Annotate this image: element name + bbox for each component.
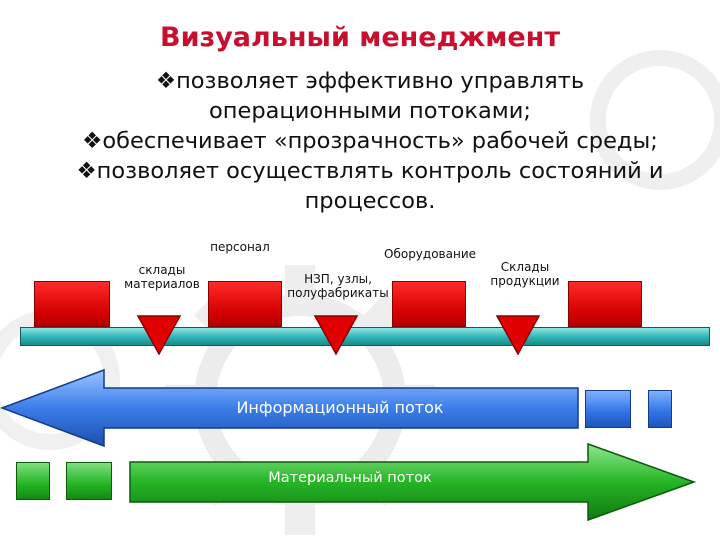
bullet-list: ❖позволяет эффективно управлять операцио… xyxy=(40,66,700,216)
inventory-triangle-icon xyxy=(313,315,359,356)
material-flow-block xyxy=(16,462,50,500)
material-flow-arrow xyxy=(129,442,697,522)
material-flow-label: Материальный поток xyxy=(268,470,432,486)
material-flow-block xyxy=(66,462,112,500)
page-title: Визуальный менеджмент xyxy=(160,22,560,53)
info-flow-block xyxy=(585,390,631,428)
stage-block xyxy=(208,281,282,327)
bullet-line: ❖позволяет осуществлять контроль состоян… xyxy=(76,158,664,184)
info-flow-label: Информационный поток xyxy=(236,398,444,417)
info-flow-arrow xyxy=(0,368,579,448)
bullet-line: операционными потоками; xyxy=(209,98,531,124)
process-rail xyxy=(20,327,710,346)
stage-block xyxy=(34,281,110,327)
label-product-stores: Склады продукции xyxy=(490,260,560,288)
label-material-stores: склады материалов xyxy=(124,263,200,291)
stage-block xyxy=(392,281,466,327)
bullet-line: процессов. xyxy=(304,188,436,214)
bullet-line: ❖обеспечивает «прозрачность» рабочей сре… xyxy=(82,128,658,154)
inventory-triangle-icon xyxy=(495,315,541,356)
inventory-triangle-icon xyxy=(136,315,182,356)
info-flow-block xyxy=(648,390,672,428)
stage-block xyxy=(568,281,642,327)
label-equipment: Оборудование xyxy=(384,247,476,261)
label-wip: НЗП, узлы, полуфабрикаты xyxy=(287,272,389,300)
bullet-line: ❖позволяет эффективно управлять xyxy=(155,68,585,94)
label-personnel: персонал xyxy=(210,240,270,254)
gear-watermark-icon xyxy=(590,50,720,190)
